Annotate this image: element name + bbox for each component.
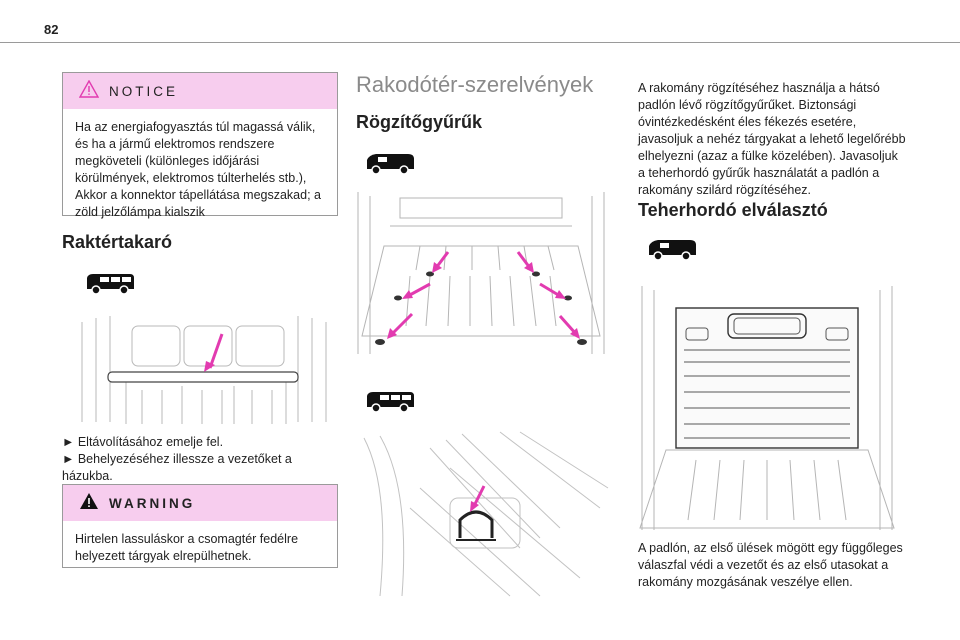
- warning-body: Hirtelen lassuláskor a csomagtér fedélre…: [75, 532, 299, 563]
- cargo-floor-rings-illustration: [350, 186, 612, 356]
- notice-title: NOTICE: [109, 83, 179, 99]
- van-silhouette-icon: [84, 270, 136, 296]
- raktertakaro-heading: Raktértakaró: [62, 232, 173, 252]
- step-insert: ► Behelyezéséhez illessze a vezetőket a …: [62, 452, 292, 483]
- step-remove: ► Eltávolításához emelje fel.: [62, 435, 224, 449]
- teherhordo-heading: Teherhordó elválasztó: [638, 200, 828, 220]
- panel-van-icon: [364, 150, 416, 176]
- warning-filled-triangle-icon: [79, 492, 99, 515]
- teherhordo-body: A padlón, az első ülések mögött egy függ…: [638, 541, 903, 589]
- rogzito-heading: Rögzítőgyűrűk: [356, 112, 482, 132]
- notice-body: Ha az energiafogyasztás túl magassá váli…: [75, 120, 321, 219]
- section-title: Rakodótér-szerelvények: [356, 72, 594, 97]
- warning-title: WARNING: [109, 495, 196, 511]
- warning-triangle-icon: [78, 79, 100, 103]
- passenger-van-icon: [364, 388, 416, 414]
- rogzito-body: A rakomány rögzítéséhez használja a háts…: [638, 81, 906, 197]
- page-number: 82: [44, 22, 59, 37]
- bulkhead-illustration: [636, 280, 898, 532]
- warning-box: WARNING Hirtelen lassuláskor a csomagtér…: [62, 484, 338, 568]
- floor-ring-closeup-illustration: [350, 428, 612, 598]
- notice-box: NOTICE Ha az energiafogyasztás túl magas…: [62, 72, 338, 219]
- raktertakaro-steps: ► Eltávolításához emelje fel. ► Behelyez…: [62, 434, 336, 485]
- panel-van-icon-2: [646, 236, 698, 262]
- top-rule: [0, 42, 960, 43]
- luggage-cover-illustration: [72, 312, 334, 426]
